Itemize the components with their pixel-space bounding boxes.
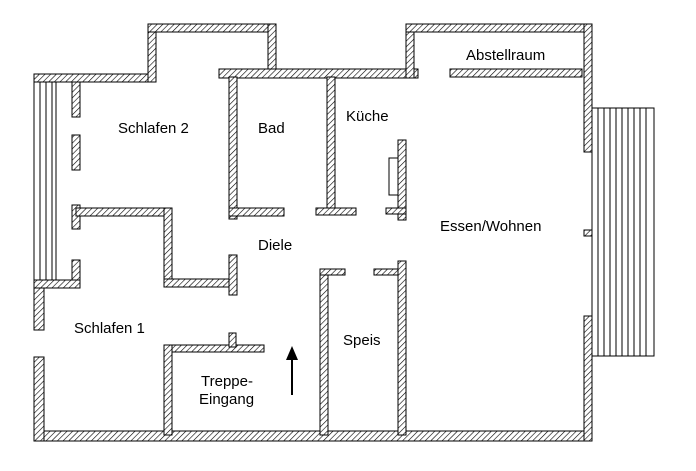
wall bbox=[449, 68, 583, 78]
up-arrow-icon bbox=[286, 346, 298, 395]
left-balcony bbox=[33, 81, 57, 281]
room-label-schlafen-2: Schlafen 2 bbox=[118, 120, 189, 137]
wall bbox=[71, 204, 81, 230]
room-label-speis: Speis bbox=[343, 332, 381, 349]
wall bbox=[228, 254, 238, 296]
wall bbox=[33, 282, 45, 331]
room-label-diele: Diele bbox=[258, 237, 292, 254]
wall bbox=[163, 344, 265, 353]
wall bbox=[228, 76, 238, 220]
wall bbox=[147, 23, 157, 83]
wall bbox=[405, 23, 593, 33]
wall bbox=[583, 23, 593, 153]
wall bbox=[147, 23, 277, 33]
room-label-schlafen-1: Schlafen 1 bbox=[74, 320, 145, 337]
wall bbox=[319, 268, 329, 436]
room-label-bad: Bad bbox=[258, 120, 285, 137]
wall bbox=[319, 268, 346, 276]
wall bbox=[228, 332, 237, 348]
wall bbox=[71, 81, 81, 118]
wall bbox=[326, 76, 336, 214]
room-label-kueche: Küche bbox=[346, 108, 389, 125]
wall bbox=[33, 356, 45, 442]
room-label-treppe: Treppe- bbox=[201, 373, 253, 390]
wall bbox=[163, 207, 173, 287]
wall bbox=[163, 278, 235, 288]
stove bbox=[388, 157, 399, 196]
wall bbox=[163, 344, 173, 436]
room-label-essen-wohnen: Essen/Wohnen bbox=[440, 218, 541, 235]
wall bbox=[33, 279, 81, 289]
wall bbox=[75, 207, 173, 217]
walls bbox=[33, 23, 593, 442]
wall bbox=[583, 229, 593, 237]
right-terrace-stairs bbox=[591, 107, 655, 357]
room-label-eingang: Eingang bbox=[199, 391, 254, 408]
room-label-abstellraum: Abstellraum bbox=[466, 47, 545, 64]
wall bbox=[315, 207, 357, 216]
wall bbox=[71, 134, 81, 171]
wall bbox=[218, 68, 419, 79]
wall bbox=[267, 23, 277, 77]
wall bbox=[33, 430, 591, 442]
wall bbox=[583, 315, 593, 442]
wall bbox=[228, 207, 285, 217]
wall bbox=[397, 260, 407, 436]
wall bbox=[385, 207, 407, 215]
wall bbox=[33, 73, 155, 83]
